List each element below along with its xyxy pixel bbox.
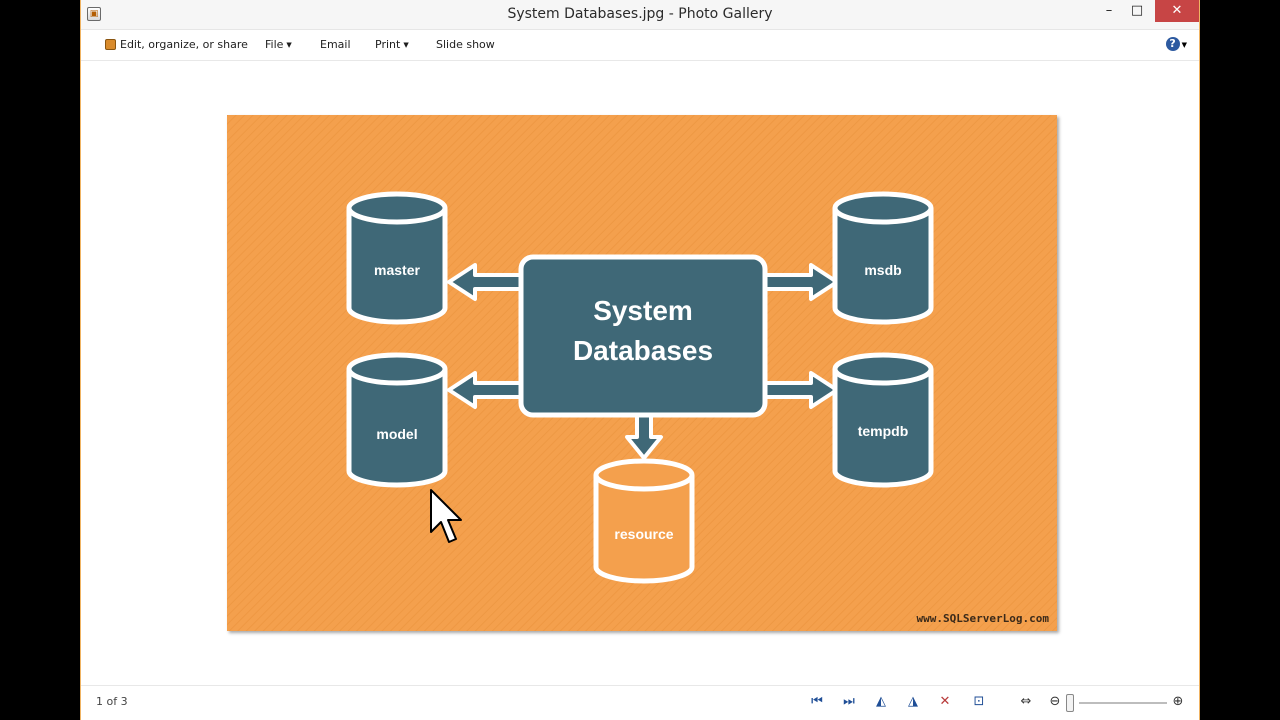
edit-icon: [105, 39, 116, 50]
print-menu[interactable]: Print▼: [375, 38, 409, 51]
resource-database: resource: [593, 458, 695, 584]
mouse-cursor-icon: [430, 489, 462, 543]
photo-counter: 1 of 3: [96, 695, 128, 708]
edit-label: Edit, organize, or share: [120, 38, 248, 51]
master-label: master: [374, 262, 420, 278]
photo-system-databases: System Databases master msdb: [227, 115, 1057, 631]
minimize-button[interactable]: –: [1105, 3, 1113, 18]
system-databases-diagram: System Databases master msdb: [227, 115, 1057, 631]
delete-icon[interactable]: ✕: [939, 694, 951, 709]
status-bar: 1 of 3 ⏮ ⏭ ◭ ◮ ✕ ⊡ ⇔ ⊖ ⊕: [81, 685, 1199, 720]
center-label-line1: System: [593, 295, 693, 326]
print-label: Print: [375, 38, 401, 51]
rotate-right-icon[interactable]: ◮: [908, 694, 918, 709]
photo-viewer: System Databases master msdb: [81, 61, 1199, 685]
master-database: master: [346, 191, 448, 325]
fit-icon[interactable]: ⇔: [1020, 694, 1032, 709]
chevron-down-icon: ▼: [286, 41, 292, 49]
msdb-database: msdb: [832, 191, 934, 325]
tempdb-database: tempdb: [832, 352, 934, 488]
msdb-label: msdb: [864, 262, 901, 278]
system-databases-box: [518, 254, 768, 418]
arrow-to-tempdb: [763, 371, 839, 409]
menu-bar: Edit, organize, or share File▼ Email Pri…: [81, 30, 1199, 61]
window-title: System Databases.jpg - Photo Gallery: [507, 6, 773, 22]
tempdb-label: tempdb: [858, 423, 909, 439]
zoom-slider-track[interactable]: [1079, 702, 1167, 704]
center-label-line2: Databases: [573, 335, 713, 366]
app-icon[interactable]: ▣: [87, 7, 101, 21]
arrow-to-master: [447, 263, 523, 301]
model-database: model: [346, 352, 448, 488]
help-button[interactable]: ?▼: [1165, 37, 1187, 51]
previous-icon[interactable]: ⏮: [811, 694, 823, 709]
next-icon[interactable]: ⏭: [843, 694, 855, 709]
file-menu[interactable]: File▼: [265, 38, 292, 51]
rotate-left-icon[interactable]: ◭: [876, 694, 886, 709]
watermark-text: www.SQLServerLog.com: [916, 612, 1049, 625]
close-button[interactable]: ✕: [1155, 0, 1199, 22]
model-label: model: [376, 426, 417, 442]
help-icon: ?: [1165, 37, 1180, 51]
chevron-down-icon: ▼: [403, 41, 409, 49]
slideshow-icon[interactable]: ⊡: [973, 694, 985, 709]
email-button[interactable]: Email: [320, 38, 351, 51]
edit-organize-share-button[interactable]: Edit, organize, or share: [105, 38, 248, 51]
file-label: File: [265, 38, 284, 51]
arrow-to-msdb: [763, 263, 839, 301]
slide-show-button[interactable]: Slide show: [436, 38, 495, 51]
resource-label: resource: [614, 526, 673, 542]
zoom-slider-thumb[interactable]: [1066, 694, 1074, 712]
title-bar: ▣ System Databases.jpg - Photo Gallery –…: [81, 0, 1199, 30]
zoom-out-icon[interactable]: ⊖: [1049, 694, 1061, 709]
chevron-down-icon: ▼: [1181, 41, 1187, 49]
photo-gallery-window: ▣ System Databases.jpg - Photo Gallery –…: [80, 0, 1200, 720]
maximize-button[interactable]: □: [1130, 3, 1144, 18]
arrow-to-model: [447, 371, 523, 409]
zoom-in-icon[interactable]: ⊕: [1172, 694, 1184, 709]
